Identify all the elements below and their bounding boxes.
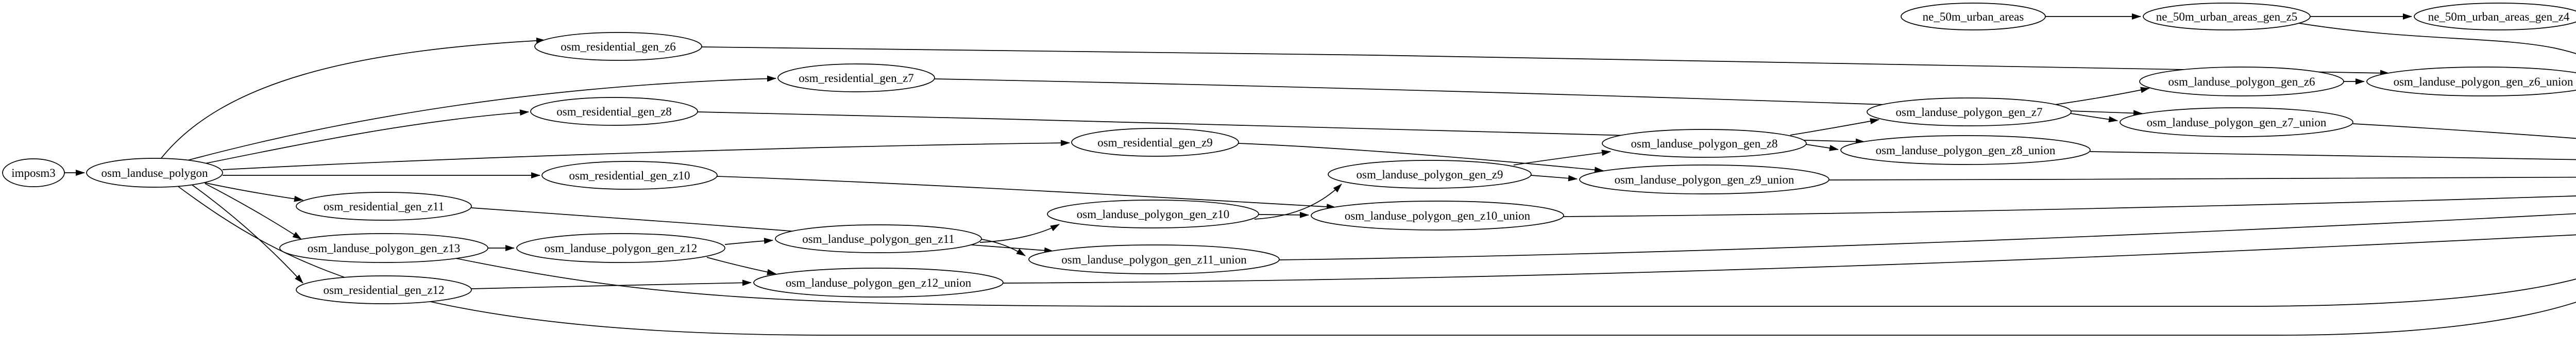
node-osm-residential-gen-z7: osm_residential_gen_z7 [777, 63, 935, 92]
node-osm-landuse-polygon-gen-z10-union: osm_landuse_polygon_gen_z10_union [1311, 201, 1564, 231]
edge-landuse-gen-z13 [205, 183, 302, 240]
node-osm-residential-gen-z6: osm_residential_gen_z6 [534, 32, 702, 61]
svg-text:osm_landuse_polygon_gen_z12_un: osm_landuse_polygon_gen_z12_union [786, 276, 972, 289]
node-osm-landuse-polygon-gen-z11-union: osm_landuse_polygon_gen_z11_union [1028, 244, 1280, 274]
svg-text:osm_landuse_polygon_gen_z13: osm_landuse_polygon_gen_z13 [308, 242, 460, 255]
edge-gen-z7-union-z7 [2070, 113, 2118, 123]
svg-text:osm_landuse_polygon_gen_z9_uni: osm_landuse_polygon_gen_z9_union [1615, 173, 1794, 186]
edge-landuse-res-z8 [205, 109, 529, 164]
node-osm-residential-gen-z10: osm_residential_gen_z10 [541, 161, 718, 190]
edge-union-z11-layer-z11 [1279, 213, 2576, 260]
svg-text:osm_residential_gen_z7: osm_residential_gen_z7 [799, 72, 914, 85]
node-osm-landuse-polygon-gen-z13: osm_landuse_polygon_gen_z13 [279, 233, 488, 263]
node-osm-residential-gen-z9: osm_residential_gen_z9 [1071, 128, 1239, 157]
edge-gen-z13-layer-z13 [455, 258, 2576, 307]
svg-text:osm_landuse_polygon_gen_z8: osm_landuse_polygon_gen_z8 [1631, 137, 1778, 150]
svg-text:osm_residential_gen_z10: osm_residential_gen_z10 [569, 169, 690, 182]
svg-text:osm_residential_gen_z6: osm_residential_gen_z6 [561, 40, 676, 53]
svg-text:osm_landuse_polygon_gen_z6_uni: osm_landuse_polygon_gen_z6_union [2394, 75, 2573, 88]
svg-text:osm_landuse_polygon_gen_z7: osm_landuse_polygon_gen_z7 [1896, 106, 2043, 119]
edge-gen-z12-gen-z11 [724, 238, 773, 245]
node-ne-50m-urban-areas: ne_50m_urban_areas [1901, 3, 2046, 30]
node-osm-landuse-polygon-gen-z9-union: osm_landuse_polygon_gen_z9_union [1579, 164, 1829, 194]
node-osm-landuse-polygon-gen-z12-union: osm_landuse_polygon_gen_z12_union [753, 268, 1004, 298]
svg-text:osm_landuse_polygon_gen_z12: osm_landuse_polygon_gen_z12 [545, 242, 697, 255]
edge-res-z9-union-z9 [1238, 143, 1604, 173]
edge-union-z8-layer-z8 [2090, 151, 2576, 160]
edge-gen-z7-gen-z6 [2054, 87, 2150, 105]
node-osm-landuse-polygon-gen-z10: osm_landuse_polygon_gen_z10 [1047, 200, 1259, 228]
node-osm-landuse-polygon-gen-z11: osm_landuse_polygon_gen_z11 [775, 224, 982, 253]
svg-text:imposm3: imposm3 [11, 167, 56, 179]
node-osm-landuse-polygon-gen-z6-union: osm_landuse_polygon_gen_z6_union [2366, 67, 2576, 96]
edge-gen-z9-union-z9 [1531, 175, 1578, 182]
node-ne-50m-urban-areas-gen-z4: ne_50m_urban_areas_gen_z4 [2414, 3, 2576, 30]
edge-gen-z11-gen-z10 [979, 224, 1060, 243]
svg-text:osm_landuse_polygon_gen_z6: osm_landuse_polygon_gen_z6 [2168, 75, 2315, 88]
svg-text:osm_landuse_polygon_gen_z9: osm_landuse_polygon_gen_z9 [1357, 168, 1503, 181]
edge-res-z10-union-z10 [717, 176, 1336, 210]
edge-landuse-res-z11 [198, 181, 303, 202]
edge-union-z9-layer-z9 [1828, 176, 2576, 180]
svg-text:osm_landuse_polygon: osm_landuse_polygon [101, 167, 208, 179]
edge-ne-gen-z5-layer-z5 [2298, 23, 2576, 54]
node-osm-landuse-polygon-gen-z12: osm_landuse_polygon_gen_z12 [516, 233, 725, 263]
svg-text:osm_landuse_polygon_gen_z11: osm_landuse_polygon_gen_z11 [802, 233, 955, 245]
edge-union-z7-layer-z7 [2352, 123, 2576, 139]
edge-gen-z10-gen-z9 [1254, 184, 1342, 220]
edge-gen-z9-gen-z8 [1513, 150, 1611, 166]
svg-text:ne_50m_urban_areas_gen_z4: ne_50m_urban_areas_gen_z4 [2428, 10, 2570, 23]
edge-landuse-res-z6 [160, 37, 546, 159]
svg-text:osm_landuse_polygon_gen_z10: osm_landuse_polygon_gen_z10 [1077, 208, 1229, 221]
edge-landuse-res-z12 [191, 184, 303, 284]
node-osm-landuse-polygon-gen-z9: osm_landuse_polygon_gen_z9 [1328, 160, 1532, 189]
edge-union-z10-layer-z10 [1563, 195, 2576, 217]
svg-text:ne_50m_urban_areas_gen_z5: ne_50m_urban_areas_gen_z5 [2156, 10, 2298, 23]
edge-res-z12-union-z12 [471, 279, 752, 289]
edge-gen-z11-union-z11 [981, 239, 1026, 256]
edge-gen-z12-union-z12 [706, 257, 776, 275]
svg-text:osm_landuse_polygon_gen_z10_un: osm_landuse_polygon_gen_z10_union [1345, 209, 1531, 222]
svg-text:osm_landuse_polygon_gen_z7_uni: osm_landuse_polygon_gen_z7_union [2147, 116, 2327, 129]
node-osm-landuse-polygon: osm_landuse_polygon [86, 158, 223, 188]
edge-res-z11-union-z11 [471, 207, 1054, 254]
node-osm-landuse-polygon-gen-z7-union: osm_landuse_polygon_gen_z7_union [2120, 107, 2353, 137]
node-osm-residential-gen-z12: osm_residential_gen_z12 [296, 275, 472, 304]
edge-layer [64, 13, 2576, 336]
svg-text:osm_residential_gen_z12: osm_residential_gen_z12 [323, 284, 444, 297]
edge-union-z12-layer-z12 [1003, 234, 2576, 284]
edge-landuse-res-z7 [185, 75, 776, 161]
svg-text:ne_50m_urban_areas: ne_50m_urban_areas [1923, 10, 2024, 23]
node-osm-landuse-polygon-gen-z8-union: osm_landuse_polygon_gen_z8_union [1840, 135, 2091, 165]
node-layer: imposm3 osm_landuse_polygon osm_resident… [2, 3, 2576, 304]
edge-res-z6-union-z6 [701, 46, 2389, 76]
node-imposm3: imposm3 [2, 158, 65, 187]
node-osm-landuse-polygon-gen-z6: osm_landuse_polygon_gen_z6 [2139, 67, 2344, 96]
node-osm-residential-gen-z8: osm_residential_gen_z8 [530, 97, 698, 126]
svg-text:osm_residential_gen_z11: osm_residential_gen_z11 [324, 200, 444, 213]
node-osm-residential-gen-z11: osm_residential_gen_z11 [296, 192, 472, 221]
svg-text:osm_landuse_polygon_gen_z8_uni: osm_landuse_polygon_gen_z8_union [1876, 144, 2056, 157]
node-osm-landuse-polygon-gen-z7: osm_landuse_polygon_gen_z7 [1867, 97, 2072, 126]
edge-gen-z8-gen-z7 [1790, 118, 1879, 136]
svg-text:osm_residential_gen_z8: osm_residential_gen_z8 [556, 105, 672, 118]
node-ne-50m-urban-areas-gen-z5: ne_50m_urban_areas_gen_z5 [2143, 3, 2311, 30]
node-osm-landuse-polygon-gen-z8: osm_landuse_polygon_gen_z8 [1602, 129, 1807, 158]
svg-text:osm_residential_gen_z9: osm_residential_gen_z9 [1097, 136, 1213, 149]
edge-gen-z8-union-z8 [1806, 144, 1839, 151]
svg-text:osm_landuse_polygon_gen_z11_un: osm_landuse_polygon_gen_z11_union [1061, 253, 1247, 266]
edge-landuse-res-z9 [222, 140, 1070, 170]
